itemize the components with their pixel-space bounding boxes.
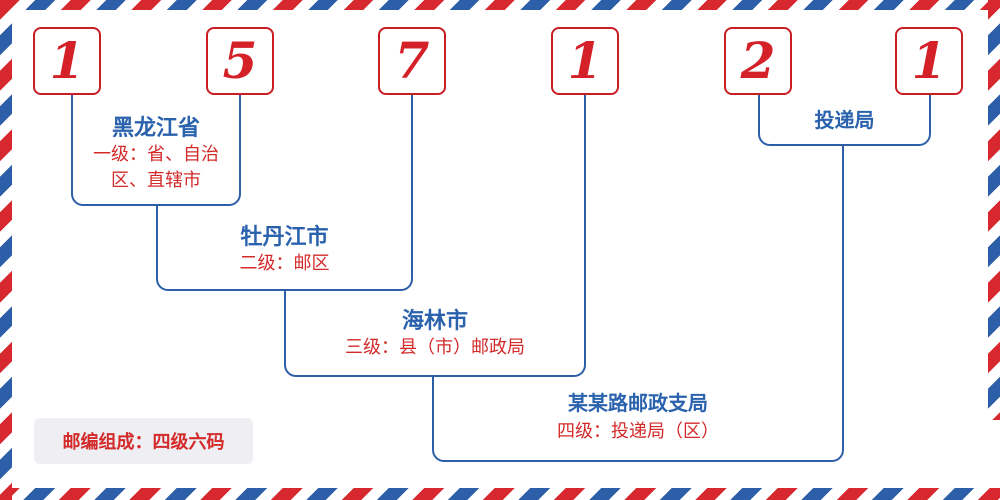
level-1-name: 黑龙江省 — [111, 116, 200, 141]
level-2-name: 牡丹江市 — [240, 225, 329, 250]
level-1-description: 一级：省、自治区、直辖市 — [93, 144, 219, 191]
digit-box-4: 1 — [551, 27, 619, 95]
level-4-box: 某某路邮政支局 四级：投递局（区） — [432, 380, 844, 462]
delivery-name: 投递局 — [814, 108, 875, 132]
level-2-description: 二级：邮区 — [239, 253, 330, 274]
digit-box-2: 5 — [206, 27, 274, 95]
airmail-border-left — [0, 0, 12, 500]
summary-label: 邮编组成：四级六码 — [34, 418, 253, 464]
delivery-box: 投递局 — [758, 98, 931, 146]
digit-5: 2 — [740, 31, 776, 90]
digit-box-5: 2 — [724, 27, 792, 95]
level-1-box: 黑龙江省 一级：省、自治区、直辖市 — [71, 108, 241, 206]
level-3-name: 海林市 — [401, 309, 468, 334]
level-4-name: 某某路邮政支局 — [568, 391, 708, 415]
airmail-border-right — [988, 0, 1000, 420]
digit-4: 1 — [567, 31, 603, 90]
airmail-border-top — [0, 0, 1000, 10]
digit-box-3: 7 — [378, 27, 446, 95]
digit-2: 5 — [222, 31, 258, 90]
digit-box-1: 1 — [33, 27, 101, 95]
digit-1: 1 — [49, 31, 85, 90]
airmail-border-bottom — [0, 488, 1000, 500]
level-4-description: 四级：投递局（区） — [557, 421, 719, 442]
level-3-box: 海林市 三级：县（市）邮政局 — [284, 296, 586, 377]
digit-3: 7 — [394, 31, 430, 90]
digit-6: 1 — [911, 31, 947, 90]
digit-box-6: 1 — [895, 27, 963, 95]
level-2-box: 牡丹江市 二级：邮区 — [156, 208, 413, 291]
level-3-description: 三级：县（市）邮政局 — [345, 337, 525, 358]
